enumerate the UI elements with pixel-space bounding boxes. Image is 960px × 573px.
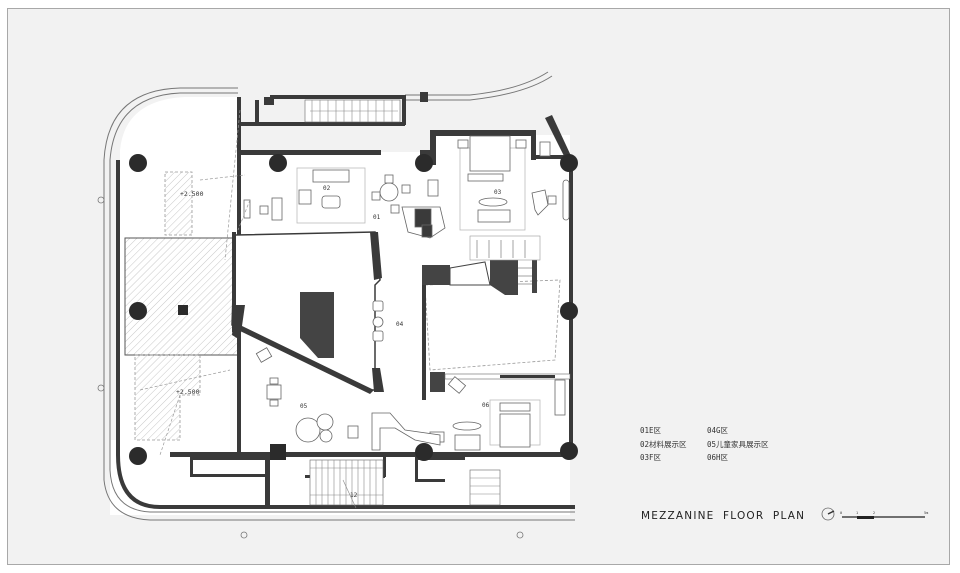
stairs [304,99,501,509]
column [129,154,147,172]
column [415,154,433,172]
outer-facade [103,71,575,521]
elevation-mark-upper: +2.500 [180,190,204,198]
svg-text:5m: 5m [924,511,928,515]
svg-text:2: 2 [873,511,875,515]
hatched-terrace [124,171,239,441]
legend-item: 01E区 [640,426,662,435]
column [129,447,147,465]
angled-walls [231,231,384,394]
room-label-04: 04 [396,321,404,328]
scale-bar: 0 1 2 5m [821,507,928,521]
room-label-01: 01 [373,214,381,221]
column [269,154,287,172]
room-label-05: 05 [300,403,308,410]
column [560,154,578,172]
room-label-03: 03 [494,189,502,196]
room-04-east [422,235,571,400]
legend-item: 03F区 [640,453,662,462]
structural-columns [129,154,578,465]
legend-item: 02材料展示区 [640,439,687,449]
column [560,442,578,460]
north-arrow-icon [821,507,835,521]
room-label-02: 02 [323,185,331,192]
furniture [243,135,570,451]
svg-text:0: 0 [840,511,842,515]
room-label-06: 06 [482,402,490,409]
plan-title: MEZZANINE FLOOR PLAN [641,510,806,522]
column [415,443,433,461]
column [129,302,147,320]
legend-item: 06H区 [707,453,729,462]
legend-item: 04G区 [707,426,729,435]
grid-axis-markers [97,196,524,539]
svg-text:1: 1 [856,511,858,515]
stair-step-count: 12 [350,492,358,499]
legend-item: 05儿童家具展示区 [707,439,769,449]
dashed-outlines [139,109,251,456]
column [560,302,578,320]
elevation-mark-lower: +2.500 [176,388,200,396]
